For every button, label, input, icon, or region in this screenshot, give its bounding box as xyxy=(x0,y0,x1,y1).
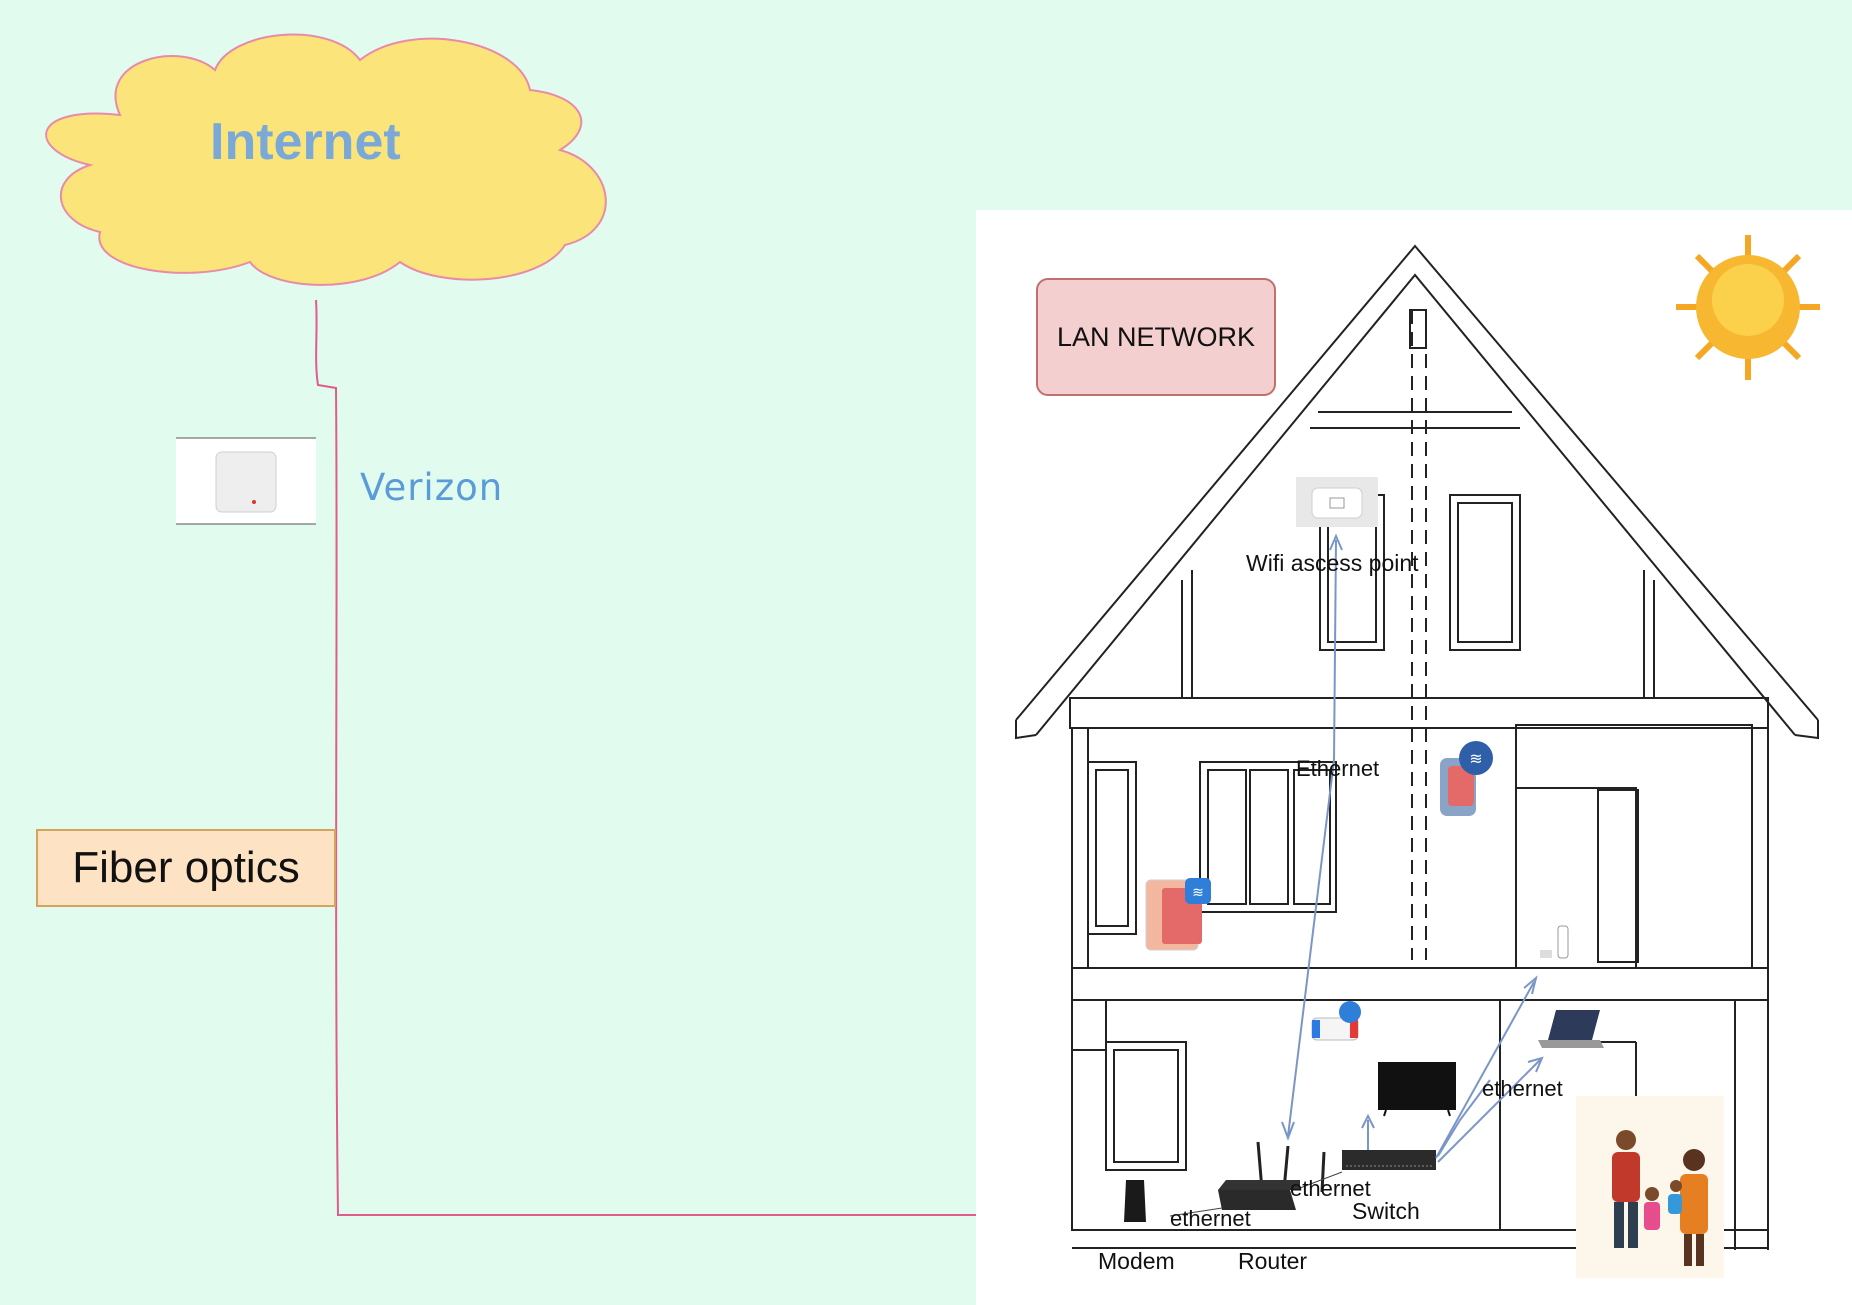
switch-icon xyxy=(1342,1150,1436,1170)
modem-icon xyxy=(1124,1180,1146,1222)
svg-text:≋: ≋ xyxy=(1192,885,1204,901)
modem-device-icon xyxy=(176,437,316,525)
lan-network-label: LAN NETWORK xyxy=(1056,321,1256,352)
ethernet-upper-label: Ethernet xyxy=(1296,756,1380,781)
lan-network-box: LAN NETWORK xyxy=(1036,278,1276,396)
tablet-icon: ≋ xyxy=(1145,878,1211,951)
router-icon xyxy=(1218,1141,1326,1210)
svg-text:≋: ≋ xyxy=(1469,749,1482,768)
family-icon xyxy=(1576,1096,1724,1278)
ethernet-arrow-switch-to-laptop xyxy=(1437,1059,1541,1163)
isp-label: Verizon xyxy=(360,466,504,509)
game-console-icon xyxy=(1311,1001,1361,1041)
ethernet-modem-router-label: ethernet xyxy=(1170,1206,1251,1231)
tv-icon xyxy=(1378,1062,1456,1117)
internet-label: Internet xyxy=(210,113,401,171)
cloud-icon xyxy=(45,33,607,286)
fiber-connection-line xyxy=(315,299,1025,1216)
ethernet-right-label: ethernet xyxy=(1482,1076,1563,1101)
fiber-optics-box: Fiber optics xyxy=(36,829,336,907)
ethernet-router-switch-label: ethernet xyxy=(1290,1176,1371,1201)
switch-label: Switch xyxy=(1352,1198,1420,1224)
laptop-icon xyxy=(1538,1010,1604,1048)
phone-icon: ≋ xyxy=(1440,741,1493,816)
ethernet-arrow-router-to-ap xyxy=(1287,539,1337,1137)
ethernet-arrow-switch-to-devices xyxy=(1435,981,1535,1159)
sun-icon xyxy=(1676,235,1820,380)
router-label: Router xyxy=(1238,1248,1308,1274)
console-tower-icon xyxy=(1540,925,1569,959)
fiber-optics-label: Fiber optics xyxy=(72,843,300,892)
modem-label: Modem xyxy=(1098,1248,1175,1274)
wifi-ap-label: Wifi ascess point xyxy=(1246,550,1419,576)
wifi-access-point-icon xyxy=(1296,477,1378,527)
